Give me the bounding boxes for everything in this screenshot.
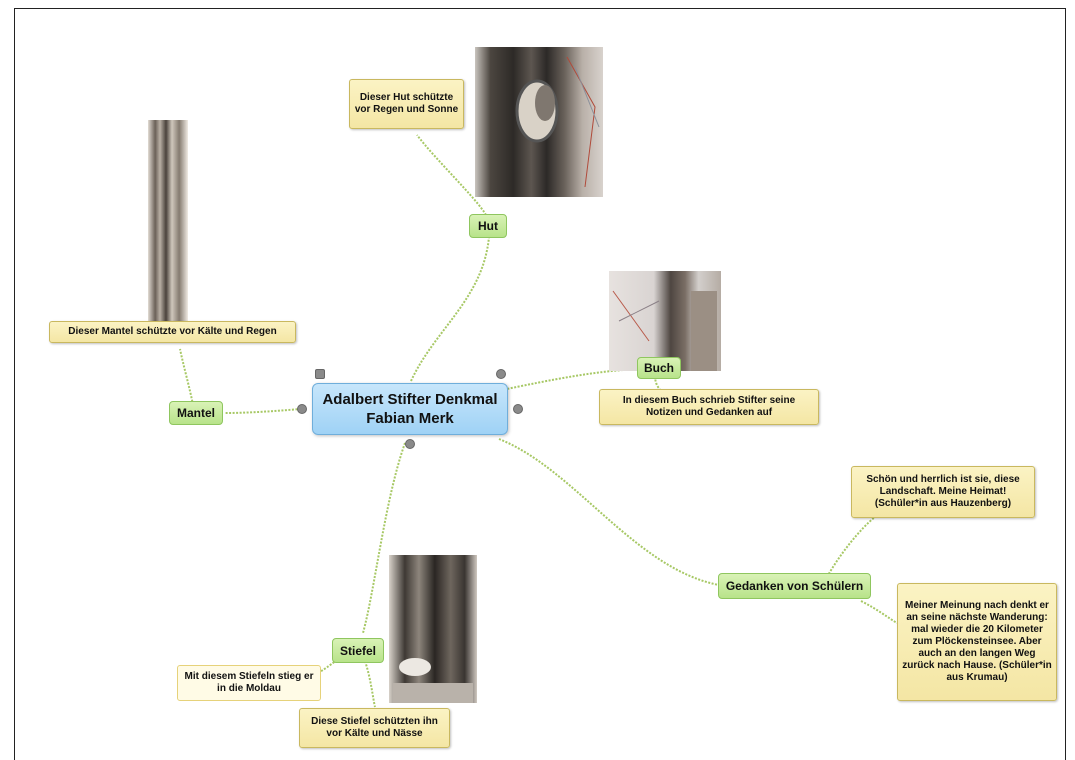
collapse-handle-top-right[interactable] <box>496 369 506 379</box>
note-hut-text: Dieser Hut schützte vor Regen und Sonne <box>354 92 459 115</box>
note-stiefel-1[interactable]: Mit diesem Stiefeln stieg er in die Mold… <box>177 665 321 701</box>
link-hut-note <box>416 134 487 216</box>
link-central-hut <box>410 236 490 382</box>
topic-buch-label: Buch <box>644 361 674 375</box>
topic-hut-label: Hut <box>478 219 498 233</box>
collapse-handle-left[interactable] <box>297 404 307 414</box>
link-central-mantel <box>224 408 302 414</box>
central-title-line2: Fabian Merk <box>366 410 454 427</box>
note-mantel-text: Dieser Mantel schützte vor Kälte und Reg… <box>68 326 277 337</box>
topic-mantel[interactable]: Mantel <box>169 401 223 425</box>
link-central-gedanken <box>498 438 720 586</box>
photo-hat <box>475 47 603 197</box>
note-hut[interactable]: Dieser Hut schützte vor Regen und Sonne <box>349 79 464 129</box>
book-icon <box>612 290 717 371</box>
collapse-handle-top-left[interactable] <box>315 369 325 379</box>
note-gedanken-1[interactable]: Schön und herrlich ist sie, diese Landsc… <box>851 466 1035 518</box>
photo-coat <box>148 120 188 322</box>
topic-stiefel[interactable]: Stiefel <box>332 638 384 663</box>
link-central-stiefel <box>362 442 406 634</box>
note-buch[interactable]: In diesem Buch schrieb Stifter seine Not… <box>599 389 819 425</box>
note-stiefel-2-text: Diese Stiefel schützten ihn vor Kälte un… <box>311 716 438 739</box>
photo-book <box>609 271 721 371</box>
topic-buch[interactable]: Buch <box>637 357 681 379</box>
topic-gedanken-label: Gedanken von Schülern <box>725 579 864 593</box>
central-title-line1: Adalbert Stifter Denkmal <box>322 391 498 408</box>
note-stiefel-1-text: Mit diesem Stiefeln stieg er in die Mold… <box>184 671 314 694</box>
boot-icon <box>393 658 473 703</box>
note-gedanken-1-text: Schön und herrlich ist sie, diese Landsc… <box>866 474 1020 509</box>
link-gedanken-note2 <box>860 600 898 624</box>
hat-icon <box>515 56 600 188</box>
mind-map-canvas: Adalbert Stifter Denkmal Fabian Merk Hut… <box>14 8 1066 760</box>
collapse-handle-right[interactable] <box>513 404 523 414</box>
topic-hut[interactable]: Hut <box>469 214 507 238</box>
topic-gedanken[interactable]: Gedanken von Schülern <box>718 573 871 599</box>
central-topic[interactable]: Adalbert Stifter Denkmal Fabian Merk <box>312 383 508 435</box>
note-mantel[interactable]: Dieser Mantel schützte vor Kälte und Reg… <box>49 321 296 343</box>
link-gedanken-note1 <box>826 516 876 578</box>
topic-stiefel-label: Stiefel <box>339 643 376 658</box>
collapse-handle-bottom[interactable] <box>405 439 415 449</box>
topic-mantel-label: Mantel <box>176 406 215 420</box>
link-stiefel-note2 <box>364 660 376 708</box>
link-mantel-note <box>179 348 194 406</box>
photo-boot <box>389 555 477 703</box>
link-central-buch <box>496 368 640 392</box>
note-gedanken-2[interactable]: Meiner Meinung nach denkt er an seine nä… <box>897 583 1057 701</box>
note-stiefel-2[interactable]: Diese Stiefel schützten ihn vor Kälte un… <box>299 708 450 748</box>
note-gedanken-2-text: Meiner Meinung nach denkt er an seine nä… <box>902 600 1052 683</box>
note-buch-text: In diesem Buch schrieb Stifter seine Not… <box>622 395 796 418</box>
